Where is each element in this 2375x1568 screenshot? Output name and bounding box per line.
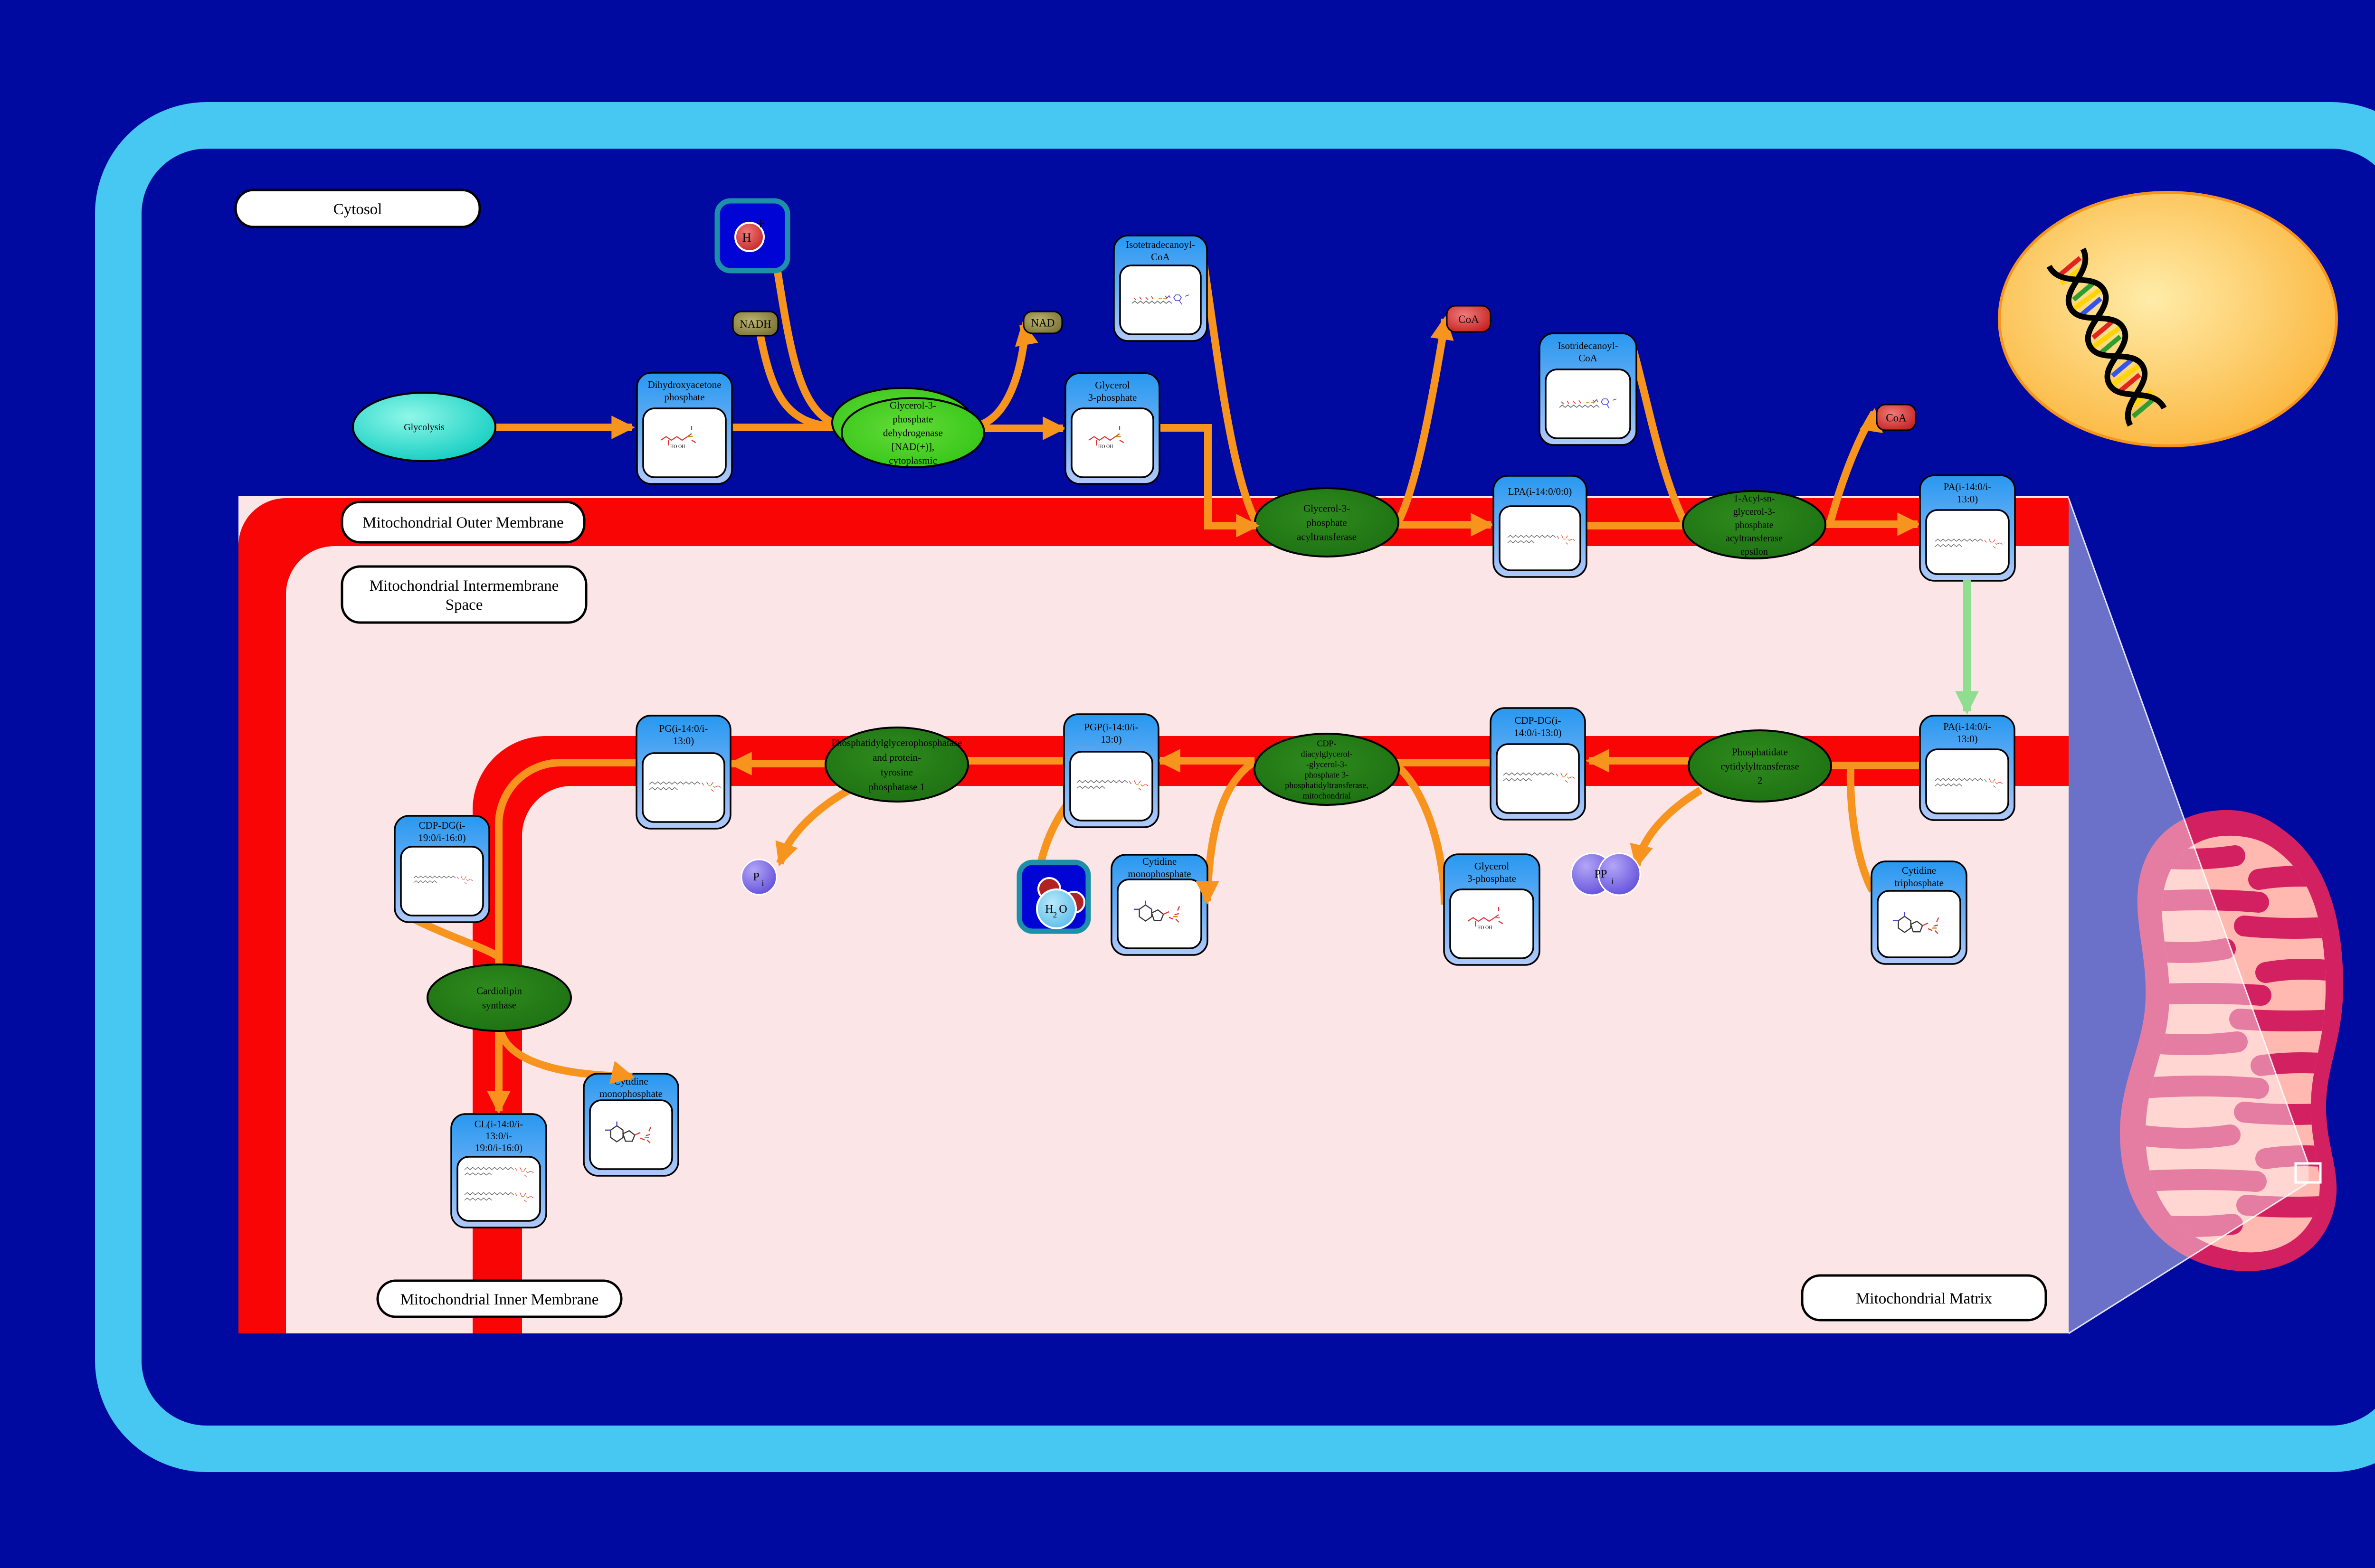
svg-text:CoA: CoA xyxy=(1458,313,1479,325)
svg-text:Isotetradecanoyl-CoA: Isotetradecanoyl-CoA xyxy=(1126,239,1195,263)
svg-text:i: i xyxy=(761,878,764,888)
svg-text:CDP-DG(i-19:0/i-16:0): CDP-DG(i-19:0/i-16:0) xyxy=(418,820,466,843)
svg-text:NAD: NAD xyxy=(1031,317,1055,329)
svg-text:Mitochondrial Outer Membrane: Mitochondrial Outer Membrane xyxy=(362,514,563,531)
svg-text:CoA: CoA xyxy=(1886,412,1907,424)
svg-text:Isotridecanoyl-CoA: Isotridecanoyl-CoA xyxy=(1558,340,1618,364)
svg-text:1-Acyl-sn-glycerol-3-phosphate: 1-Acyl-sn-glycerol-3-phosphateacyltransf… xyxy=(1726,493,1783,557)
svg-text:H: H xyxy=(1045,903,1053,916)
svg-text:CL(i-14:0/i-13:0/i-19:0/i-16:0: CL(i-14:0/i-13:0/i-19:0/i-16:0) xyxy=(475,1118,523,1153)
svg-text:Mitochondrial Inner Membrane: Mitochondrial Inner Membrane xyxy=(400,1291,599,1308)
svg-text:2: 2 xyxy=(1053,910,1057,919)
svg-text:PG(i-14:0/i-13:0): PG(i-14:0/i-13:0) xyxy=(659,723,708,746)
svg-text:P: P xyxy=(753,871,759,883)
svg-text:NADH: NADH xyxy=(740,318,771,330)
svg-text:Cytosol: Cytosol xyxy=(333,201,382,218)
svg-text:O: O xyxy=(1059,903,1067,916)
svg-text:PA(i-14:0/i-13:0): PA(i-14:0/i-13:0) xyxy=(1944,481,1992,505)
svg-text:LPA(i-14:0/0:0): LPA(i-14:0/0:0) xyxy=(1508,486,1572,497)
svg-text:+: + xyxy=(756,215,765,233)
svg-text:CDP-diacylglycerol--glycerol-3: CDP-diacylglycerol--glycerol-3-phosphate… xyxy=(1285,738,1368,800)
svg-text:H: H xyxy=(742,231,751,245)
svg-text:PGP(i-14:0/i-13:0): PGP(i-14:0/i-13:0) xyxy=(1084,721,1138,745)
svg-text:PA(i-14:0/i-13:0): PA(i-14:0/i-13:0) xyxy=(1943,721,1991,745)
svg-text:CDP-DG(i-14:0/i-13:0): CDP-DG(i-14:0/i-13:0) xyxy=(1514,715,1561,738)
svg-text:PP: PP xyxy=(1595,868,1607,880)
svg-text:Mitochondrial Matrix: Mitochondrial Matrix xyxy=(1856,1290,1992,1307)
svg-text:Glycolysis: Glycolysis xyxy=(404,422,445,433)
svg-text:i: i xyxy=(1611,877,1614,886)
